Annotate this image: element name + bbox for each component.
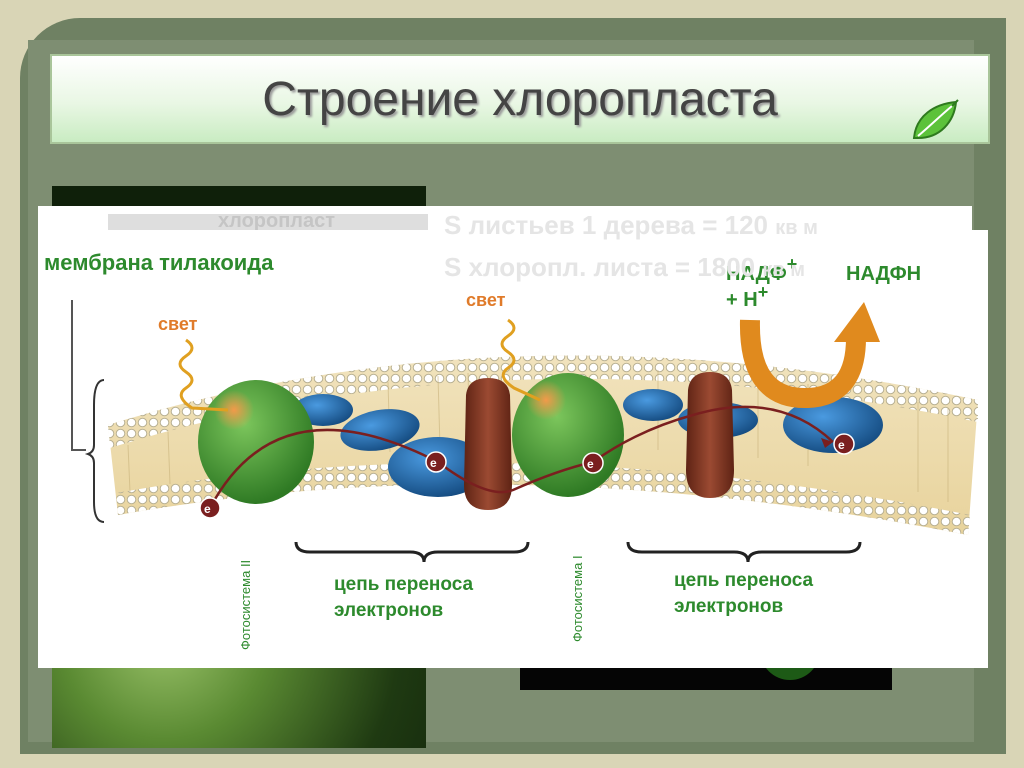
carrier-ferredoxin-1 (623, 389, 683, 421)
light-label-1: свет (158, 314, 198, 334)
proton-label: + Н+ (726, 282, 768, 311)
slide-title: Строение хлоропласта (262, 73, 778, 126)
light-wave-1 (178, 338, 229, 412)
etc-label-2-line2: электронов (674, 596, 783, 617)
nadp-reduction-arrow (739, 319, 866, 409)
ps2-glow (214, 390, 254, 430)
svg-text:e: e (838, 438, 845, 452)
electron-path (208, 405, 834, 509)
svg-text:e: e (430, 456, 437, 470)
etc-label-1-line1: цепь переноса (334, 574, 474, 595)
membrane-bottom-heads (116, 462, 970, 535)
photosystem-1-label: Фотосистема I (570, 555, 585, 642)
carrier-plastoquinone-2 (340, 409, 420, 451)
etc-brace-1 (294, 541, 530, 563)
photosystem-2-label: Фотосистема II (238, 560, 253, 650)
back-card-label: хлоропласт (218, 210, 336, 232)
thylakoid-svg: мембрана тилакоида свет свет e e (44, 250, 978, 650)
overlay-text-2: S хлоропл. листа = 1800 кв м (444, 252, 806, 282)
overlay-text-1: S листьев 1 дерева = 120 кв м (444, 210, 818, 240)
atp-synthase-complex (686, 372, 734, 498)
light-wave-2 (500, 318, 541, 402)
etc-brace-2 (626, 541, 862, 563)
membrane-bracket (71, 300, 86, 451)
etc-label-2-line1: цепь переноса (674, 570, 814, 591)
ps1-glow (526, 380, 566, 420)
svg-text:e: e (204, 502, 211, 516)
light-label-2: свет (466, 290, 506, 310)
etc-label-1-line2: электронов (334, 600, 443, 621)
electron-1: e (199, 497, 221, 519)
electron-3: e (582, 452, 604, 474)
thylakoid-diagram: мембрана тилакоида свет свет e e (38, 230, 988, 668)
nadph-label: НАДФН (846, 263, 921, 285)
electron-4: e (833, 433, 855, 455)
photosystem-2 (198, 380, 314, 504)
nadp-label: НАДФ+ (726, 254, 797, 285)
electron-arrowhead (821, 438, 833, 448)
carrier-nadp-reductase (783, 397, 883, 453)
leaf-icon (912, 99, 959, 139)
bilayer-bracket (84, 379, 105, 523)
electron-2: e (425, 451, 447, 473)
cytochrome-complex (464, 378, 512, 510)
title-bar: Строение хлоропласта (50, 54, 990, 144)
membrane-label: мембрана тилакоида (44, 250, 274, 275)
svg-text:e: e (587, 457, 594, 471)
nadp-arrowhead (834, 302, 880, 342)
